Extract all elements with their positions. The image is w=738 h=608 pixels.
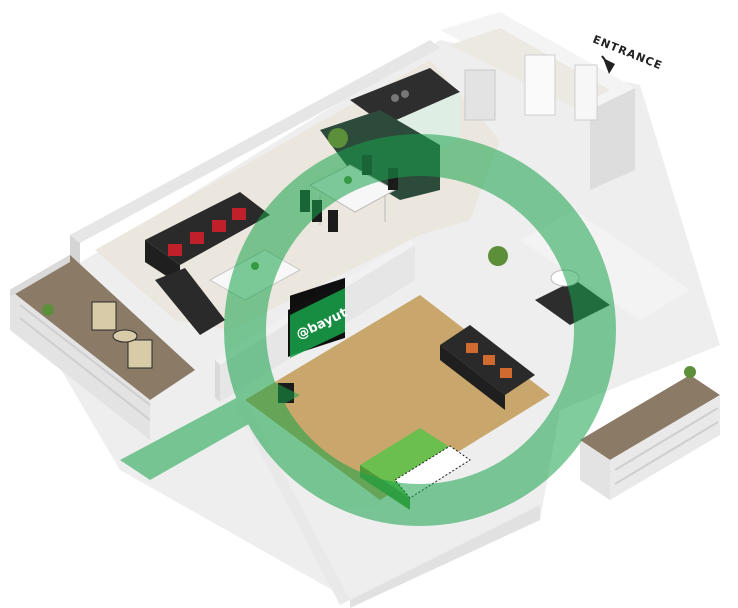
balcony-chairs — [91, 301, 153, 369]
living-sofa — [145, 192, 270, 335]
front-walls — [215, 360, 540, 608]
cushion — [232, 208, 246, 220]
plant-decor — [42, 128, 696, 378]
entrance-marker: ENTRANCE — [591, 33, 664, 74]
watermark-stem — [120, 380, 300, 480]
right-balcony — [580, 375, 720, 500]
entrance-hall — [440, 12, 635, 190]
cushion — [190, 232, 204, 244]
entrance-label: ENTRANCE — [591, 33, 664, 73]
bedroom-sofa — [440, 325, 535, 410]
cushion — [168, 244, 182, 256]
cushion — [212, 220, 226, 232]
watermark-badge: @bayut — [290, 288, 350, 358]
watermark-ring — [224, 134, 616, 526]
watermark — [120, 134, 616, 526]
